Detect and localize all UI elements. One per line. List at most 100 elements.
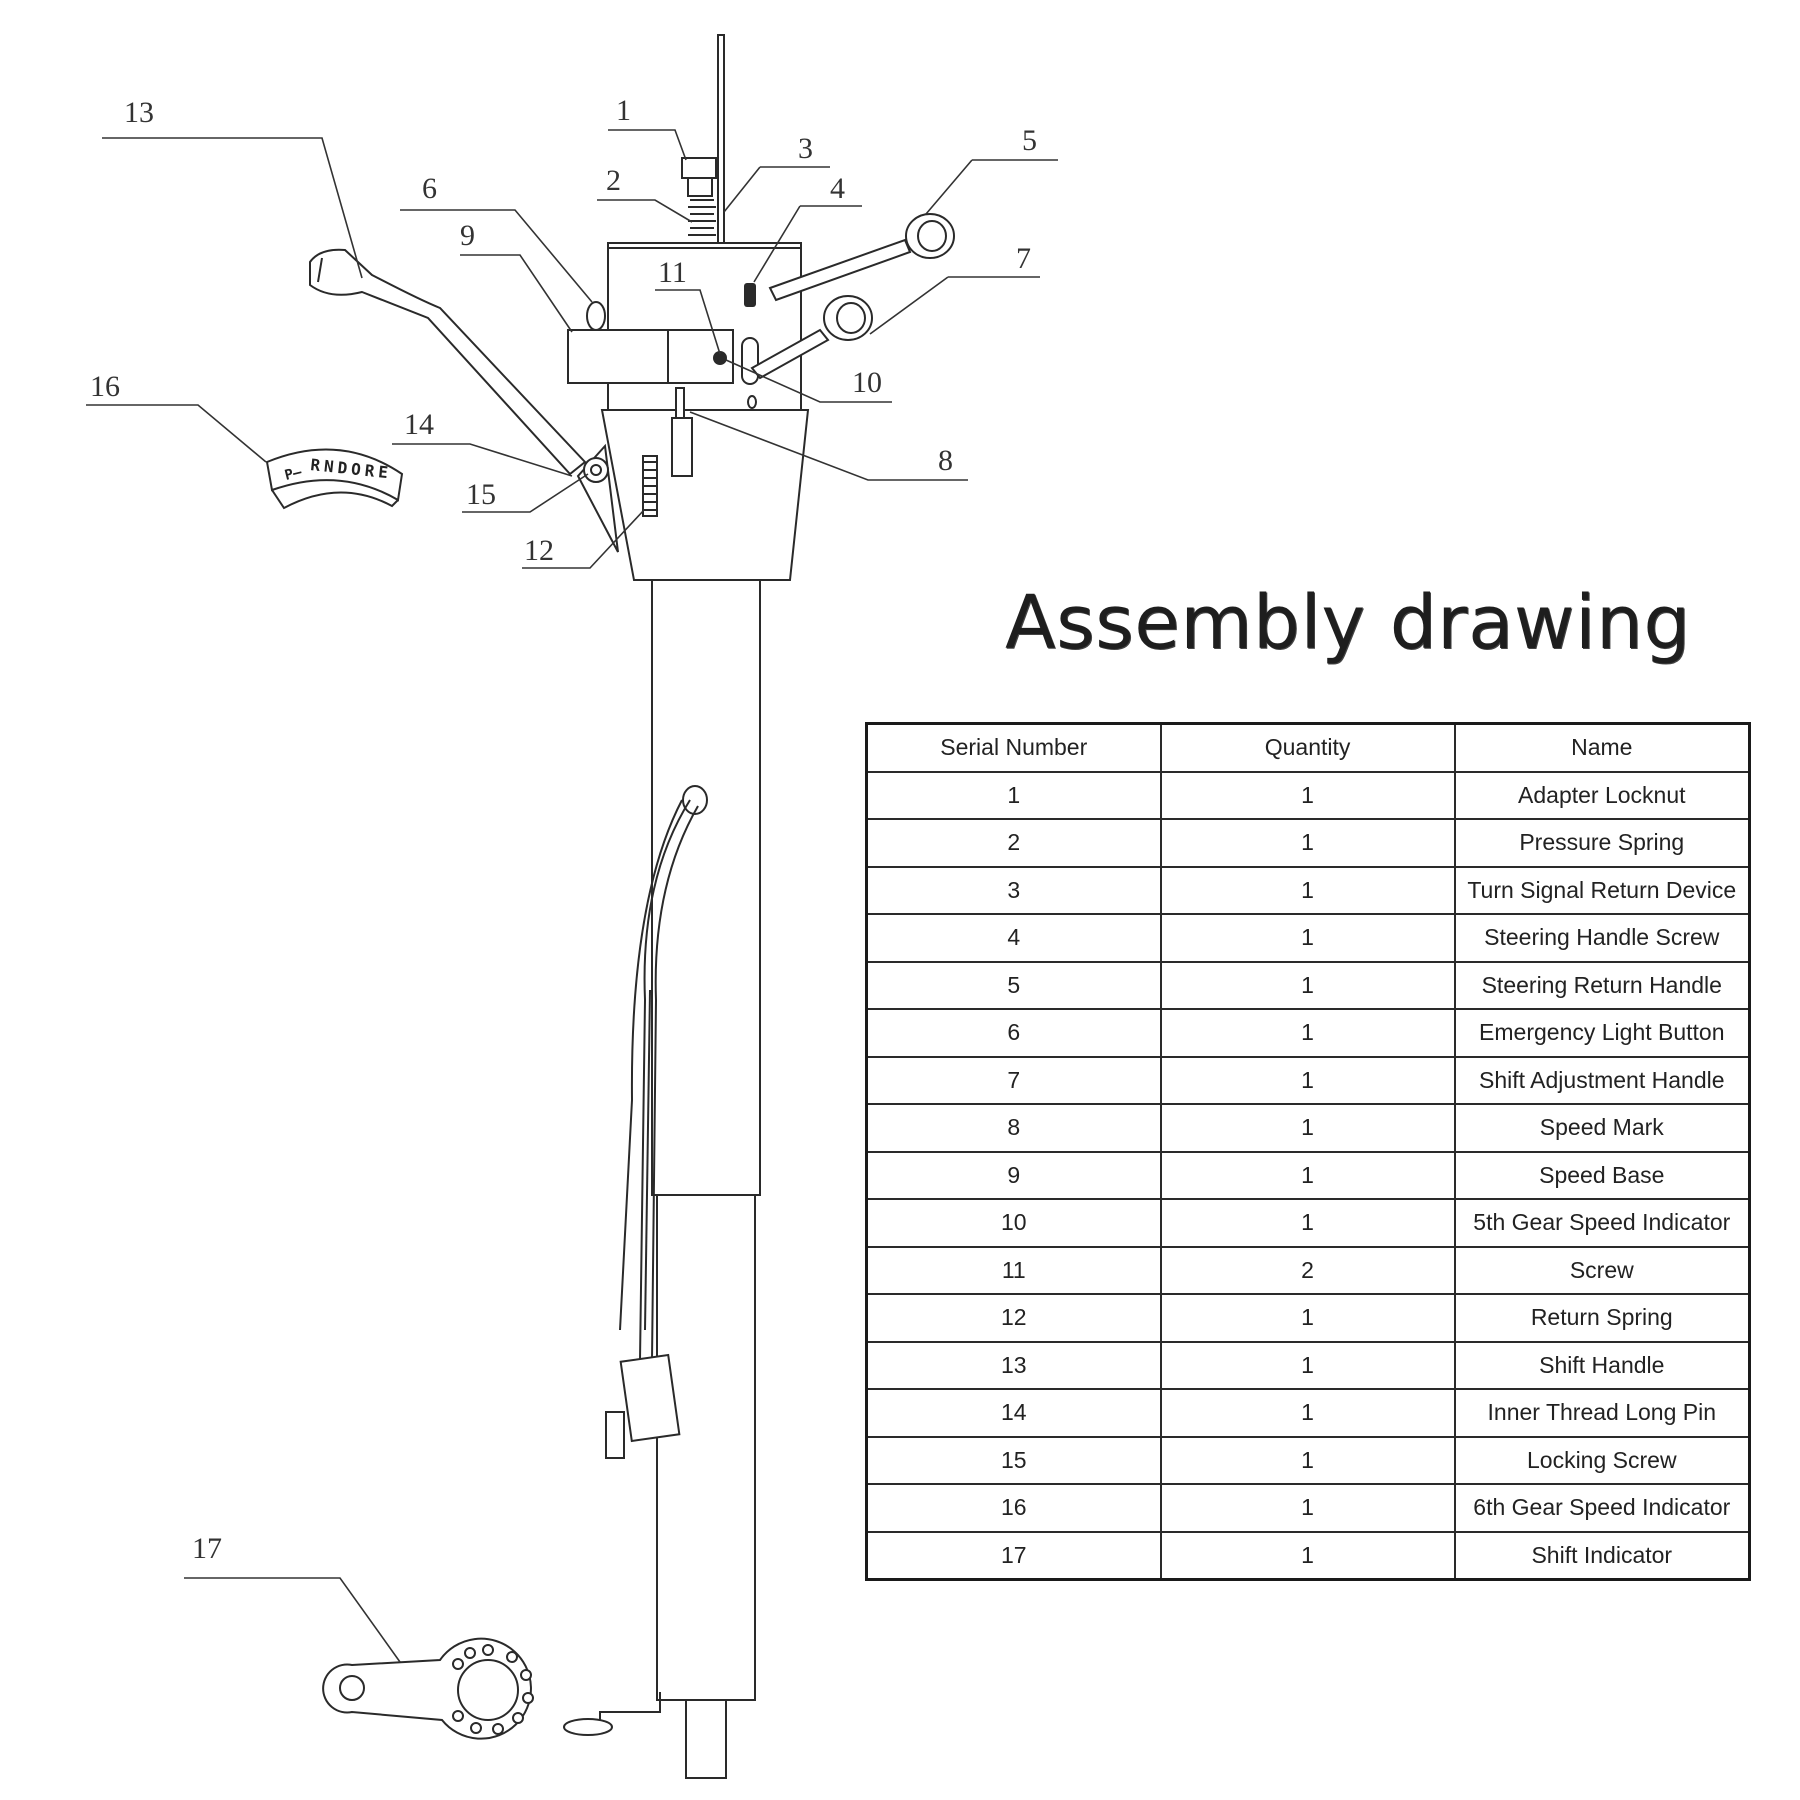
- callout-2: 2: [597, 164, 693, 223]
- turn-signal-rod: [717, 34, 725, 246]
- lower-cone-housing: [600, 409, 810, 581]
- upper-housing: [607, 242, 802, 411]
- cell-quantity: 1: [1159, 1008, 1456, 1058]
- cell-quantity: 1: [1159, 865, 1456, 915]
- adapter-locknut: [681, 157, 717, 197]
- cell-quantity: 1: [1159, 1293, 1456, 1343]
- callout-17: 17: [184, 1532, 401, 1663]
- cell-serial-number: 9: [865, 1150, 1162, 1200]
- cell-serial-number: 10: [865, 1198, 1162, 1248]
- header-serial-number: Serial Number: [865, 722, 1162, 773]
- callout-label: 17: [192, 1532, 222, 1565]
- callout-label: 10: [852, 366, 882, 399]
- callout-8: 8: [689, 411, 968, 481]
- speed-mark: [671, 387, 693, 477]
- callout-label: 3: [798, 132, 813, 165]
- callout-5: 5: [925, 124, 1058, 215]
- callout-label: 9: [460, 219, 475, 252]
- cell-name: Turn Signal Return Device: [1453, 865, 1751, 915]
- cell-name: Speed Mark: [1453, 1103, 1751, 1153]
- cell-serial-number: 16: [865, 1483, 1162, 1533]
- callout-label: 11: [658, 256, 687, 289]
- cell-quantity: 1: [1159, 1340, 1456, 1390]
- cell-serial-number: 5: [865, 960, 1162, 1010]
- shift-adjustment-handle: [750, 295, 873, 380]
- cell-serial-number: 15: [865, 1435, 1162, 1485]
- table-header-row: Serial Number Quantity Name: [865, 722, 1751, 773]
- cell-name: Pressure Spring: [1453, 818, 1751, 868]
- indicator-plate-prefix: P—: [283, 464, 304, 484]
- cell-serial-number: 7: [865, 1055, 1162, 1105]
- callout-6: 6: [400, 172, 593, 303]
- cell-quantity: 1: [1159, 1530, 1456, 1581]
- page-title: Assembly drawing: [1005, 580, 1691, 666]
- cell-name: Locking Screw: [1453, 1435, 1751, 1485]
- cell-name: Emergency Light Button: [1453, 1008, 1751, 1058]
- cell-quantity: 1: [1159, 1388, 1456, 1438]
- steering-handle-screw: [744, 283, 756, 307]
- cell-serial-number: 12: [865, 1293, 1162, 1343]
- cell-serial-number: 6: [865, 1008, 1162, 1058]
- cell-name: Steering Return Handle: [1453, 960, 1751, 1010]
- callout-13: 13: [102, 96, 363, 279]
- cell-serial-number: 11: [865, 1245, 1162, 1295]
- callout-7: 7: [869, 242, 1040, 335]
- bottom-bracket: [563, 1692, 661, 1736]
- cell-serial-number: 3: [865, 865, 1162, 915]
- cell-quantity: 2: [1159, 1245, 1456, 1295]
- cell-quantity: 1: [1159, 1198, 1456, 1248]
- column-shaft-end: [685, 1699, 727, 1779]
- cell-serial-number: 4: [865, 913, 1162, 963]
- cell-name: 6th Gear Speed Indicator: [1453, 1483, 1751, 1533]
- cell-name: Shift Handle: [1453, 1340, 1751, 1390]
- header-name: Name: [1453, 722, 1751, 773]
- callout-label: 15: [466, 478, 496, 511]
- cell-quantity: 1: [1159, 1103, 1456, 1153]
- cell-name: Inner Thread Long Pin: [1453, 1388, 1751, 1438]
- locking-screw: [576, 443, 619, 553]
- callout-14: 14: [392, 408, 573, 477]
- callout-1: 1: [608, 94, 687, 161]
- cell-name: Shift Indicator: [1453, 1530, 1751, 1581]
- column-tube-upper: [651, 579, 761, 1196]
- callout-label: 16: [90, 370, 120, 403]
- cell-quantity: 1: [1159, 913, 1456, 963]
- steering-return-handle: [768, 213, 955, 302]
- cell-name: Shift Adjustment Handle: [1453, 1055, 1751, 1105]
- cell-quantity: 1: [1159, 770, 1456, 820]
- callout-15: 15: [462, 473, 589, 513]
- callout-16: 16: [86, 370, 267, 463]
- cell-serial-number: 13: [865, 1340, 1162, 1390]
- cell-serial-number: 8: [865, 1103, 1162, 1153]
- cell-serial-number: 17: [865, 1530, 1162, 1581]
- callout-label: 1: [616, 94, 631, 127]
- callout-label: 13: [124, 96, 154, 129]
- speed-base: [567, 329, 734, 384]
- cell-quantity: 1: [1159, 1435, 1456, 1485]
- pressure-spring: [688, 199, 716, 236]
- cell-serial-number: 14: [865, 1388, 1162, 1438]
- cell-name: 5th Gear Speed Indicator: [1453, 1198, 1751, 1248]
- callout-label: 6: [422, 172, 437, 205]
- callout-9: 9: [460, 219, 573, 333]
- emergency-light-button: [586, 301, 606, 331]
- callout-10: 10: [725, 359, 892, 403]
- callout-label: 4: [830, 172, 845, 205]
- cell-serial-number: 2: [865, 818, 1162, 868]
- cell-serial-number: 1: [865, 770, 1162, 820]
- cell-quantity: 1: [1159, 1055, 1456, 1105]
